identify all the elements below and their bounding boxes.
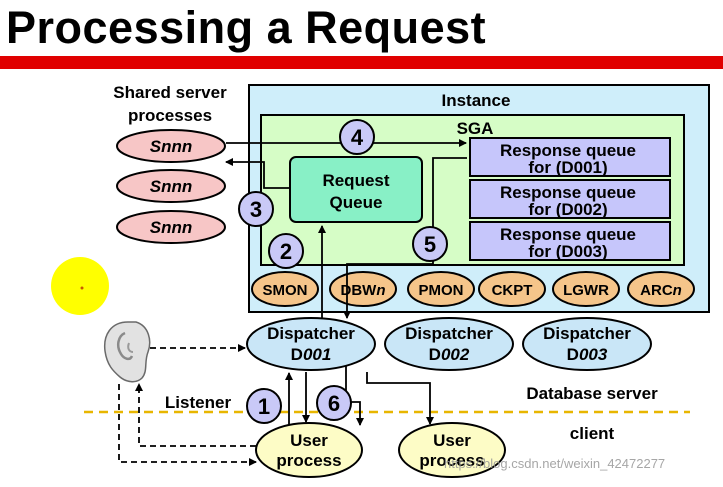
shared-server-label: Snnn xyxy=(150,137,193,156)
step-number: 6 xyxy=(328,391,340,416)
svg-text:D003: D003 xyxy=(567,345,608,364)
step-circle-6: 6 xyxy=(316,385,352,421)
arrow-ear-to-user-outer xyxy=(118,384,257,466)
shared-server-process: Snnn xyxy=(116,210,226,244)
step-circle-2: 2 xyxy=(268,233,304,269)
response-queue-label: Response queue xyxy=(500,141,636,160)
step-number: 3 xyxy=(250,197,262,222)
process-label: LGWR xyxy=(563,282,609,299)
step-number: 4 xyxy=(351,125,364,150)
step-circle-4: 4 xyxy=(339,119,375,155)
arrow-step-3 xyxy=(225,158,290,189)
shared-server-label: Snnn xyxy=(150,177,193,196)
dispatcher-d001: Dispatcher D001 xyxy=(246,317,376,371)
step-circle-1: 1 xyxy=(246,388,282,424)
arrow-step-5 xyxy=(343,157,467,319)
process-label: PMON xyxy=(419,282,464,299)
user-process-1: User process xyxy=(255,422,363,478)
dispatcher-d003: Dispatcher D003 xyxy=(522,317,652,371)
step-number: 5 xyxy=(424,232,436,257)
step-number: 2 xyxy=(280,239,292,264)
background-process-ckpt: CKPT xyxy=(478,271,546,307)
request-queue-box xyxy=(289,156,423,223)
svg-text:D001: D001 xyxy=(291,345,332,364)
dispatcher-d002: Dispatcher D002 xyxy=(384,317,514,371)
step-circle-5: 5 xyxy=(412,226,448,262)
instance-label: Instance xyxy=(442,91,511,110)
response-queue-label: Response queue xyxy=(500,183,636,202)
dispatcher-label: Dispatcher xyxy=(543,324,631,343)
shared-server-process: Snnn xyxy=(116,129,226,163)
background-process-pmon: PMON xyxy=(407,271,475,307)
process-label: CKPT xyxy=(492,282,533,299)
response-queue-label: for (D003) xyxy=(528,242,607,261)
process-label: ARC xyxy=(640,282,673,299)
response-queue-label: Response queue xyxy=(500,225,636,244)
user-process-label: User xyxy=(433,431,471,450)
response-queue-d002: Response queue for (D002) xyxy=(469,179,671,219)
dispatcher-number: 001 xyxy=(303,345,331,364)
svg-text:D002: D002 xyxy=(429,345,470,364)
sga-label: SGA xyxy=(457,119,494,138)
request-queue-label-line1: Request xyxy=(322,171,389,190)
ear-icon xyxy=(103,321,151,383)
response-queue-label: for (D002) xyxy=(528,200,607,219)
shared-server-label: Snnn xyxy=(150,218,193,237)
shared-server-label-line2: processes xyxy=(128,106,212,125)
user-process-label: process xyxy=(276,451,341,470)
arrow-dispatcher-to-user-2 xyxy=(366,372,434,425)
svg-text:DBWn: DBWn xyxy=(341,282,386,299)
user-process-label: process xyxy=(419,451,484,470)
svg-text:ARCn: ARCn xyxy=(640,282,682,299)
arrow-step-6 xyxy=(345,366,364,426)
process-label: SMON xyxy=(263,282,308,299)
background-process-arcn: ARCn xyxy=(627,271,695,307)
request-queue-label-line2: Queue xyxy=(330,193,383,212)
step-number: 1 xyxy=(258,394,270,419)
user-process-2: User process xyxy=(398,422,506,478)
shared-server-process: Snnn xyxy=(116,169,226,203)
process-label: DBW xyxy=(341,282,378,299)
dispatcher-number: 002 xyxy=(441,345,470,364)
step-circle-3: 3 xyxy=(238,191,274,227)
client-label: client xyxy=(570,424,615,443)
watermark: https://blog.csdn.net/weixin_42472277 xyxy=(444,456,666,471)
dispatcher-prefix: D xyxy=(567,345,579,364)
database-server-label: Database server xyxy=(526,384,658,403)
response-queue-label: for (D001) xyxy=(528,158,607,177)
response-queue-d001: Response queue for (D001) xyxy=(469,137,671,177)
dispatcher-label: Dispatcher xyxy=(405,324,493,343)
dot-icon xyxy=(51,257,109,315)
process-label-suffix: n xyxy=(673,282,682,299)
page-title: Processing a Request xyxy=(6,2,487,53)
title-divider xyxy=(0,56,723,69)
response-queue-d003: Response queue for (D003) xyxy=(469,221,671,261)
dispatcher-label: Dispatcher xyxy=(267,324,355,343)
process-label-suffix: n xyxy=(376,282,385,299)
flow-arrows xyxy=(118,139,467,466)
dispatcher-prefix: D xyxy=(291,345,303,364)
dispatcher-number: 003 xyxy=(579,345,608,364)
listener-label: Listener xyxy=(165,393,232,412)
shared-server-label-line1: Shared server xyxy=(113,83,227,102)
background-process-smon: SMON xyxy=(251,271,319,307)
background-process-dbwn: DBWn xyxy=(329,271,397,307)
dispatcher-prefix: D xyxy=(429,345,441,364)
background-process-lgwr: LGWR xyxy=(552,271,620,307)
user-process-label: User xyxy=(290,431,328,450)
